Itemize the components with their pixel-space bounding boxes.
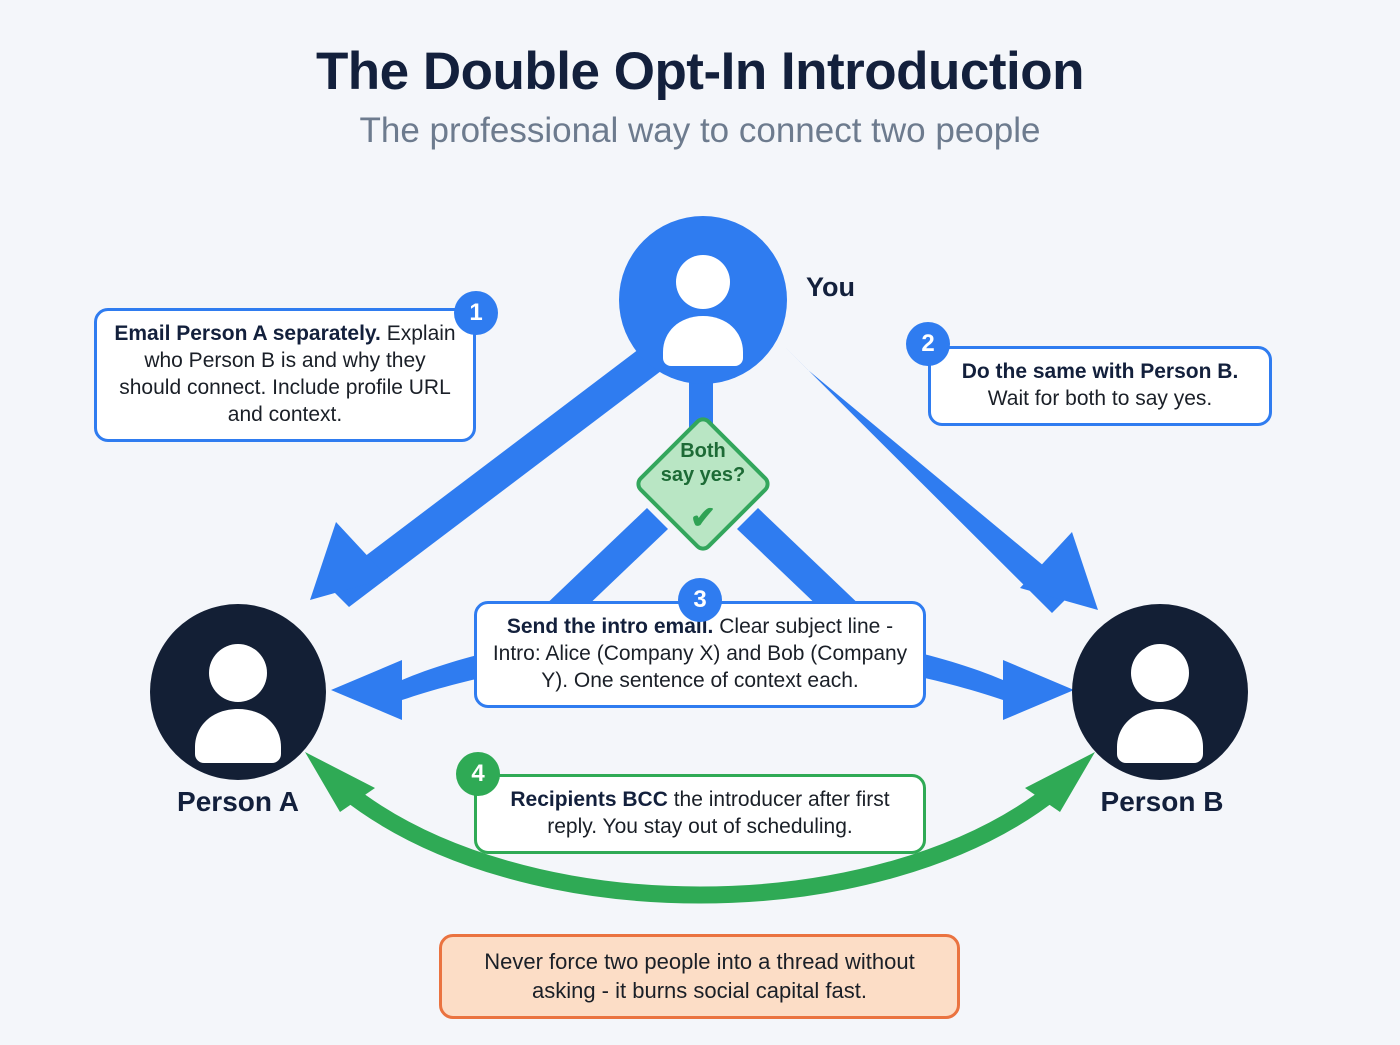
person-icon — [195, 644, 281, 763]
decision-line-2: say yes? — [660, 463, 746, 486]
callout-step-4[interactable]: Recipients BCC the introducer after firs… — [474, 774, 926, 854]
callout-step-2-body: Wait for both to say yes. — [987, 386, 1213, 410]
check-icon: ✔ — [690, 500, 716, 535]
decision-diamond: Both say yes? ✔ — [632, 413, 774, 555]
decision-label: Both say yes? — [633, 440, 773, 487]
node-person-b[interactable] — [1072, 604, 1248, 780]
node-you[interactable] — [619, 216, 787, 384]
step-badge-2: 2 — [906, 322, 950, 366]
callout-step-3-body: Clear subject line - Intro: Alice (Compa… — [492, 615, 908, 692]
callout-step-4-body: the introducer after first reply. You st… — [547, 788, 890, 838]
step-badge-4: 4 — [456, 752, 500, 796]
callout-step-3-bold: Send the intro email. — [506, 615, 714, 638]
callout-step-2[interactable]: Do the same with Person B. Wait for both… — [928, 346, 1272, 426]
callout-step-2-bold: Do the same with Person B. — [961, 360, 1239, 383]
page-title: The Double Opt-In Introduction — [315, 42, 1085, 101]
arrow-you-to-person-a — [310, 349, 661, 607]
step-badge-3: 3 — [678, 578, 722, 622]
avatar-you — [619, 216, 787, 384]
arrow-reply-loop — [305, 752, 1095, 904]
avatar-person-b — [1072, 604, 1248, 780]
node-person-a-label: Person A — [177, 786, 299, 817]
node-person-a[interactable] — [150, 604, 326, 780]
person-icon — [663, 255, 743, 366]
callout-step-4-bold: Recipients BCC — [510, 788, 668, 811]
page-subtitle: The professional way to connect two peop… — [359, 111, 1041, 151]
node-person-b-label: Person B — [1100, 786, 1224, 817]
header: The Double Opt-In Introduction The profe… — [0, 42, 1400, 151]
arrow-you-to-person-b — [786, 348, 1098, 613]
avatar-person-a — [150, 604, 326, 780]
person-icon — [1117, 644, 1203, 763]
decision-line-1: Both — [680, 440, 726, 462]
callout-step-1[interactable]: Email Person A separately. Explain who P… — [94, 308, 476, 442]
step-badge-1: 1 — [454, 291, 498, 335]
node-you-label: You — [806, 272, 855, 302]
warning-box: Never force two people into a thread wit… — [439, 934, 960, 1020]
callout-step-1-bold: Email Person A separately. — [114, 322, 381, 345]
callout-step-1-body: Explain who Person B is and why they sho… — [119, 322, 456, 426]
